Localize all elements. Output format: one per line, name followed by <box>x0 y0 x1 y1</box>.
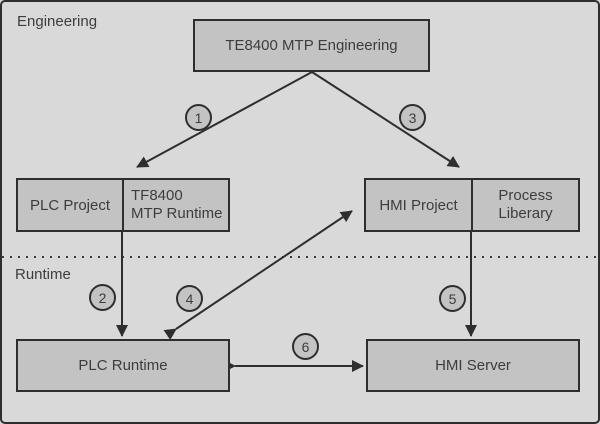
node-te8400-mtp-engineering: TE8400 MTP Engineering <box>193 19 430 72</box>
node-hmi-server: HMI Server <box>366 339 580 392</box>
node-group-plc-project: PLC Project TF8400 MTP Runtime <box>16 178 230 232</box>
node-group-hmi-project: HMI Project Process Liberary <box>364 178 580 232</box>
step-marker-5: 5 <box>439 285 466 312</box>
arrow-3-engineering-to-hmi-project <box>311 71 460 168</box>
step-marker-4: 4 <box>176 285 203 312</box>
node-hmi-project: HMI Project <box>379 196 458 214</box>
runtime-zone-label: Runtime <box>15 266 71 283</box>
node-plc-runtime: PLC Runtime <box>16 339 230 392</box>
step-marker-2: 2 <box>89 284 116 311</box>
step-marker-1: 1 <box>185 104 212 131</box>
node-tf8400-mtp-runtime: TF8400 MTP Runtime <box>122 180 228 230</box>
arrow-1-engineering-to-plc-project <box>136 71 313 168</box>
engineering-zone-label: Engineering <box>17 13 98 30</box>
node-plc-project: PLC Project <box>29 196 111 214</box>
step-marker-3: 3 <box>399 104 426 131</box>
step-marker-6: 6 <box>292 333 319 360</box>
node-process-library: Process Liberary <box>471 180 578 230</box>
